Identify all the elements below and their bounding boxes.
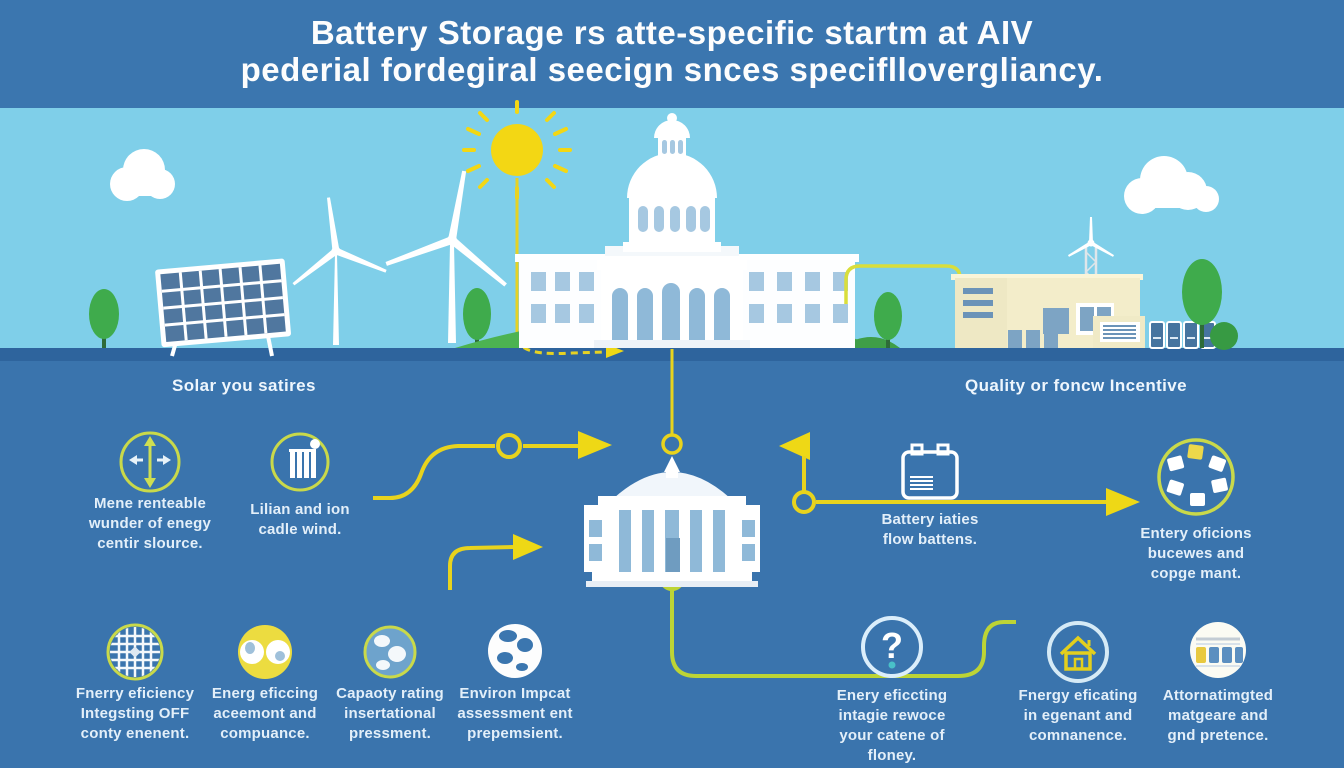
power-wire [844, 264, 962, 304]
section-heading-right: Quality or foncw Incentive [965, 376, 1187, 395]
item-label: Attornatimgted matgeare and gnd pretence… [1162, 687, 1274, 744]
tree [463, 288, 491, 348]
battery-cells-icon [268, 430, 332, 499]
grid-sphere-icon [105, 622, 165, 687]
item-label: Entery oficions bucewes and copge mant. [1140, 525, 1252, 582]
tree [874, 292, 902, 348]
flow-arrow-a [373, 431, 612, 500]
question-mark-icon: ? [859, 614, 925, 685]
section-heading-left: Solar you satires [172, 376, 316, 395]
infographic-title: Battery Storage rs atte-specific startm … [0, 14, 1344, 88]
automated-grid-icon [1188, 620, 1248, 685]
solar-panel [155, 258, 291, 357]
item-label: Lilian and ion cadle wind. [250, 501, 350, 538]
globe-ring-icon [362, 624, 418, 685]
factory-building [951, 217, 1145, 348]
flow-arrow-left [779, 432, 1140, 516]
sun-icon [462, 100, 572, 200]
flow-arrow-b [448, 534, 543, 590]
svg-text:?: ? [881, 625, 903, 666]
item-label: Battery iaties flow battens. [881, 511, 979, 548]
document-cycle-icon [1154, 435, 1238, 524]
wind-turbine [385, 170, 507, 343]
capitol-building [515, 113, 859, 348]
header-band [0, 0, 1344, 108]
item-label: Energ eficcing aceemont and compuance. [211, 685, 319, 742]
tree [89, 289, 119, 348]
battery-icon [895, 437, 965, 512]
battery-cabinets [1149, 321, 1216, 349]
flow-line-to-capitol [661, 349, 683, 455]
item-label: Mene renteable wunder of enegy centir sl… [88, 495, 212, 552]
item-label: Environ Impcat assessment ent prepemsien… [457, 685, 573, 742]
title-line-2: pederial fordegiral seecign snces specif… [240, 51, 1104, 88]
government-building [584, 456, 760, 587]
item-label: Capaoty rating insertational pressment. [336, 685, 444, 742]
title-line-1: Battery Storage rs atte-specific startm … [310, 14, 1034, 51]
wind-turbine [292, 197, 387, 345]
cloud-icon [1124, 156, 1219, 214]
tree [1182, 259, 1238, 350]
cloud-icon [110, 149, 175, 201]
dual-globe-icon [235, 622, 295, 687]
item-label: Enery eficcting intagie rewoce your cate… [836, 687, 948, 764]
globe-white-icon [486, 622, 544, 685]
house-icon [1045, 619, 1111, 690]
direction-arrows-icon [118, 430, 182, 499]
item-label: Fnerry eficiency Integsting OFF conty en… [75, 685, 195, 742]
item-label: Fnergy eficating in egenant and comnanen… [1018, 687, 1138, 744]
